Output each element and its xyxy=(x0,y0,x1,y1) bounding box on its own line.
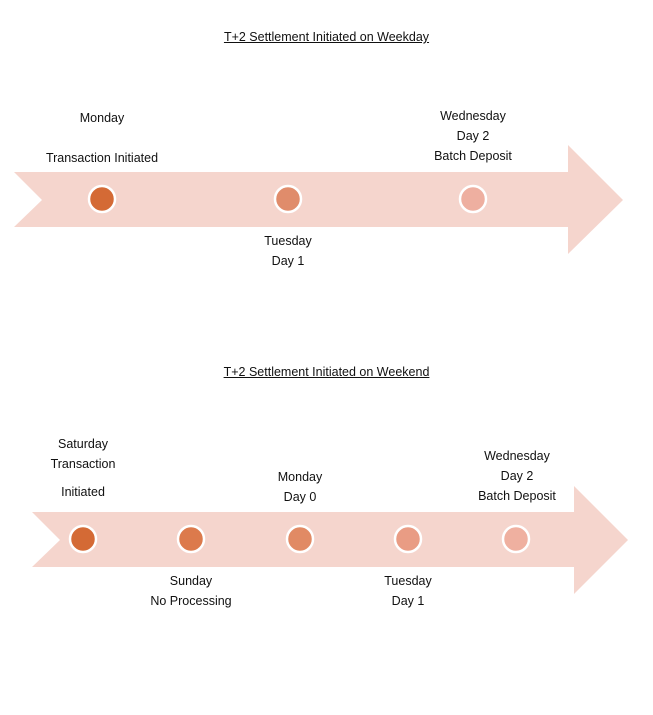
label-line: Batch Deposit xyxy=(434,149,512,163)
weekday-label-monday: Monday Transaction Initiated xyxy=(46,108,158,168)
label-line: Sunday xyxy=(169,574,213,588)
weekend-label-saturday: Saturday Transaction Initiated xyxy=(51,434,116,502)
weekend-dot-wednesday xyxy=(501,524,531,554)
label-line: Wednesday xyxy=(440,109,506,123)
weekend-label-sunday: Sunday No Processing xyxy=(150,571,231,611)
label-line: Monday xyxy=(277,470,323,484)
weekend-label-monday: Monday Day 0 xyxy=(278,467,322,507)
weekday-dot-wednesday xyxy=(458,184,488,214)
label-line xyxy=(51,474,116,482)
label-line: Batch Deposit xyxy=(478,489,556,503)
weekend-label-tuesday: Tuesday Day 1 xyxy=(384,571,431,611)
label-line: Day 0 xyxy=(283,490,317,504)
label-line: Saturday xyxy=(57,437,109,451)
weekend-dot-saturday xyxy=(68,524,98,554)
label-line: Day 1 xyxy=(391,594,425,608)
label-line: Transaction Initiated xyxy=(45,151,159,165)
weekend-dot-sunday xyxy=(176,524,206,554)
weekday-label-wednesday: Wednesday Day 2 Batch Deposit xyxy=(434,106,512,166)
label-line: Day 1 xyxy=(271,254,305,268)
label-line: Monday xyxy=(79,111,125,125)
label-line: No Processing xyxy=(150,594,232,608)
label-line: Tuesday xyxy=(384,574,432,588)
label-line: Initiated xyxy=(61,485,105,499)
label-line: Transaction xyxy=(50,457,116,471)
diagram-title-weekend: T+2 Settlement Initiated on Weekend xyxy=(223,365,430,379)
diagram-title-weekday: T+2 Settlement Initiated on Weekday xyxy=(223,30,430,44)
label-line: Day 2 xyxy=(500,469,534,483)
weekday-dot-monday xyxy=(87,184,117,214)
weekday-timeline-arrow xyxy=(14,145,623,254)
weekday-label-tuesday: Tuesday Day 1 xyxy=(264,231,311,271)
label-line: Tuesday xyxy=(264,234,312,248)
weekday-dot-tuesday xyxy=(273,184,303,214)
weekend-dot-tuesday xyxy=(393,524,423,554)
label-line: Wednesday xyxy=(484,449,550,463)
weekend-dot-monday xyxy=(285,524,315,554)
weekend-label-wednesday: Wednesday Day 2 Batch Deposit xyxy=(478,446,556,506)
label-line: Day 2 xyxy=(456,129,490,143)
label-line xyxy=(46,128,158,148)
weekend-timeline-arrow xyxy=(32,486,628,594)
